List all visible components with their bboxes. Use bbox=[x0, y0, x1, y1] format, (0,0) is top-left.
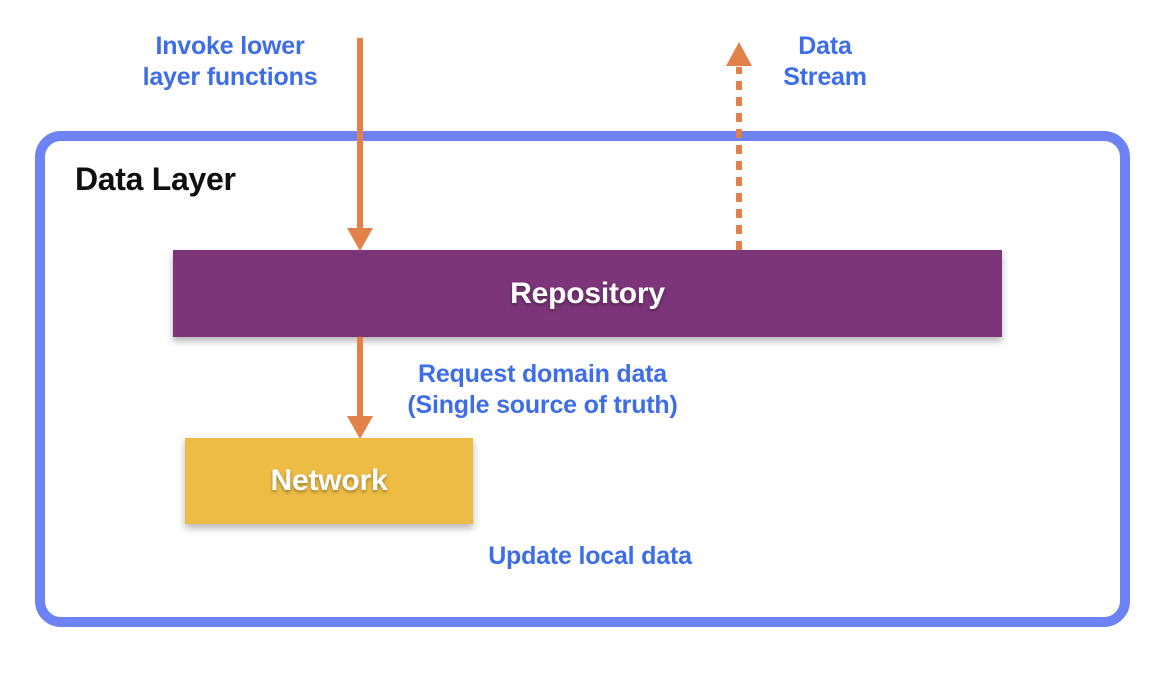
data-layer-frame bbox=[35, 131, 1130, 627]
repository-box-label: Repository bbox=[510, 276, 665, 310]
update-local-data-label: Update local data bbox=[488, 542, 692, 570]
frame-title: Data Layer bbox=[75, 161, 236, 197]
request-domain-data-label: Request domain data (Single source of tr… bbox=[407, 360, 678, 419]
data-stream-label: Data Stream bbox=[783, 32, 867, 91]
network-box: Network bbox=[185, 438, 473, 524]
network-box-label: Network bbox=[270, 464, 388, 497]
invoke-lower-layer-label: Invoke lower layer functions bbox=[142, 32, 318, 91]
repository-box: Repository bbox=[173, 250, 1002, 337]
